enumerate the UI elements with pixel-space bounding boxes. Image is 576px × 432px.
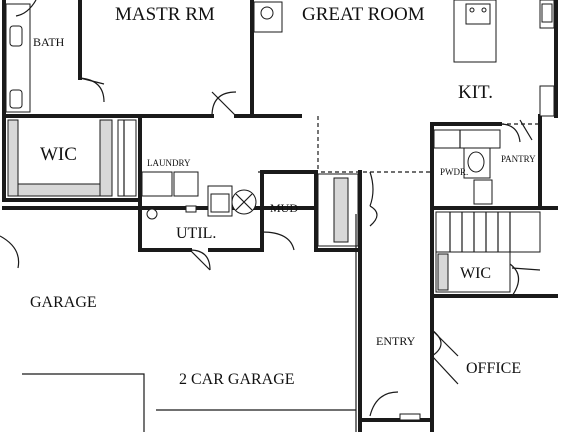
great-room-fixtures: [253, 0, 555, 117]
room-label-wic-right: WIC: [460, 265, 491, 282]
room-label-wic-left: WIC: [40, 144, 77, 165]
room-label-master: MASTR RM: [115, 4, 215, 25]
util-mud-doors: [189, 171, 378, 271]
exterior-walls: [2, 0, 558, 432]
room-label-garage: GARAGE: [30, 294, 97, 311]
room-label-laundry: LAUNDRY: [147, 158, 191, 168]
wic-left-closet: [7, 119, 137, 197]
room-label-entry: ENTRY: [376, 334, 416, 348]
room-label-kitchen: KIT.: [458, 82, 493, 103]
room-label-powder: PWDR.: [440, 167, 468, 177]
pantry-powder: [433, 119, 533, 205]
bath-fixtures: [5, 0, 37, 113]
room-label-mud: MUD: [270, 201, 298, 215]
laundry-fixtures: [141, 171, 257, 220]
room-label-great-room: GREAT ROOM: [302, 4, 425, 25]
garage-features: [0, 214, 357, 432]
room-label-office: OFFICE: [466, 360, 521, 377]
master-door: [79, 77, 237, 117]
openings: [34, 115, 540, 173]
mud-lockers: [317, 173, 359, 247]
room-label-bath: BATH: [33, 35, 65, 49]
office-entry-doors: [369, 329, 459, 421]
room-label-utility: UTIL.: [176, 225, 216, 242]
room-label-pantry: PANTRY: [501, 154, 536, 164]
wic-right-closet: [435, 251, 520, 297]
stairs: [435, 211, 541, 271]
room-label-two-car-garage: 2 CAR GARAGE: [179, 371, 295, 388]
